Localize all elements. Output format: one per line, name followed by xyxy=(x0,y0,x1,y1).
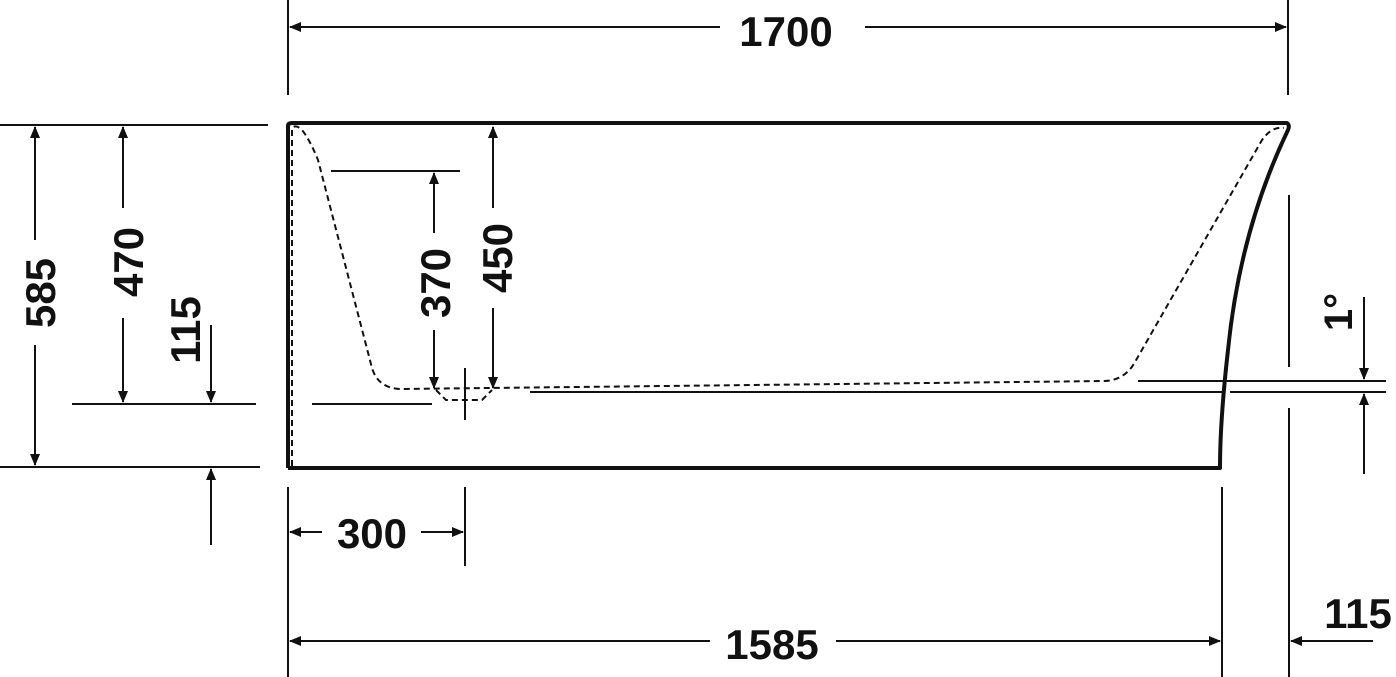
dimension-drain-position: 300 xyxy=(287,487,466,677)
label-1585: 1585 xyxy=(725,621,818,668)
label-450: 450 xyxy=(474,223,521,293)
label-585: 585 xyxy=(17,258,64,328)
dimension-rim-height: 470 xyxy=(72,126,256,405)
dimension-overall-height: 585 xyxy=(0,124,268,468)
dimension-floor-slope: 1° xyxy=(1138,195,1386,677)
label-1700: 1700 xyxy=(739,8,832,55)
dimension-right-overhang: 115 xyxy=(1290,590,1392,646)
dimension-interior-depth: 450 xyxy=(474,126,521,389)
label-1-degree: 1° xyxy=(1317,293,1361,331)
dimension-bottom-length: 1585 xyxy=(289,487,1223,677)
label-470: 470 xyxy=(105,227,152,297)
tub-outline xyxy=(286,121,1291,470)
dimension-base-offset: 115 xyxy=(162,296,216,545)
dimension-overall-length: 1700 xyxy=(287,0,1289,95)
label-115-left: 115 xyxy=(162,296,209,364)
label-300: 300 xyxy=(337,510,407,557)
label-115-right: 115 xyxy=(1324,590,1392,637)
label-370: 370 xyxy=(412,248,459,318)
dimension-overflow-height: 370 xyxy=(312,170,460,405)
